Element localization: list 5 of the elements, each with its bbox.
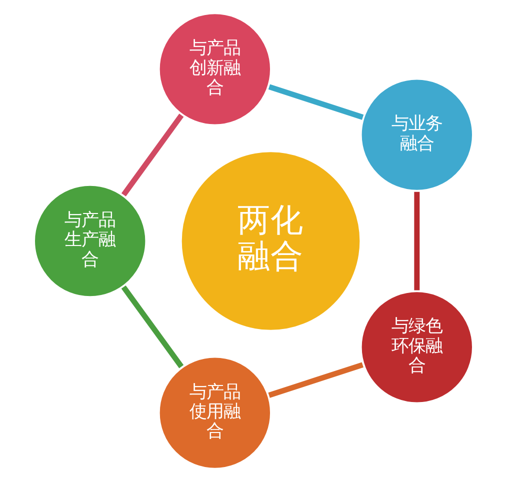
connector <box>414 192 420 290</box>
connector <box>268 84 364 120</box>
connector <box>121 285 184 368</box>
connector <box>121 114 184 196</box>
connector <box>268 362 364 398</box>
